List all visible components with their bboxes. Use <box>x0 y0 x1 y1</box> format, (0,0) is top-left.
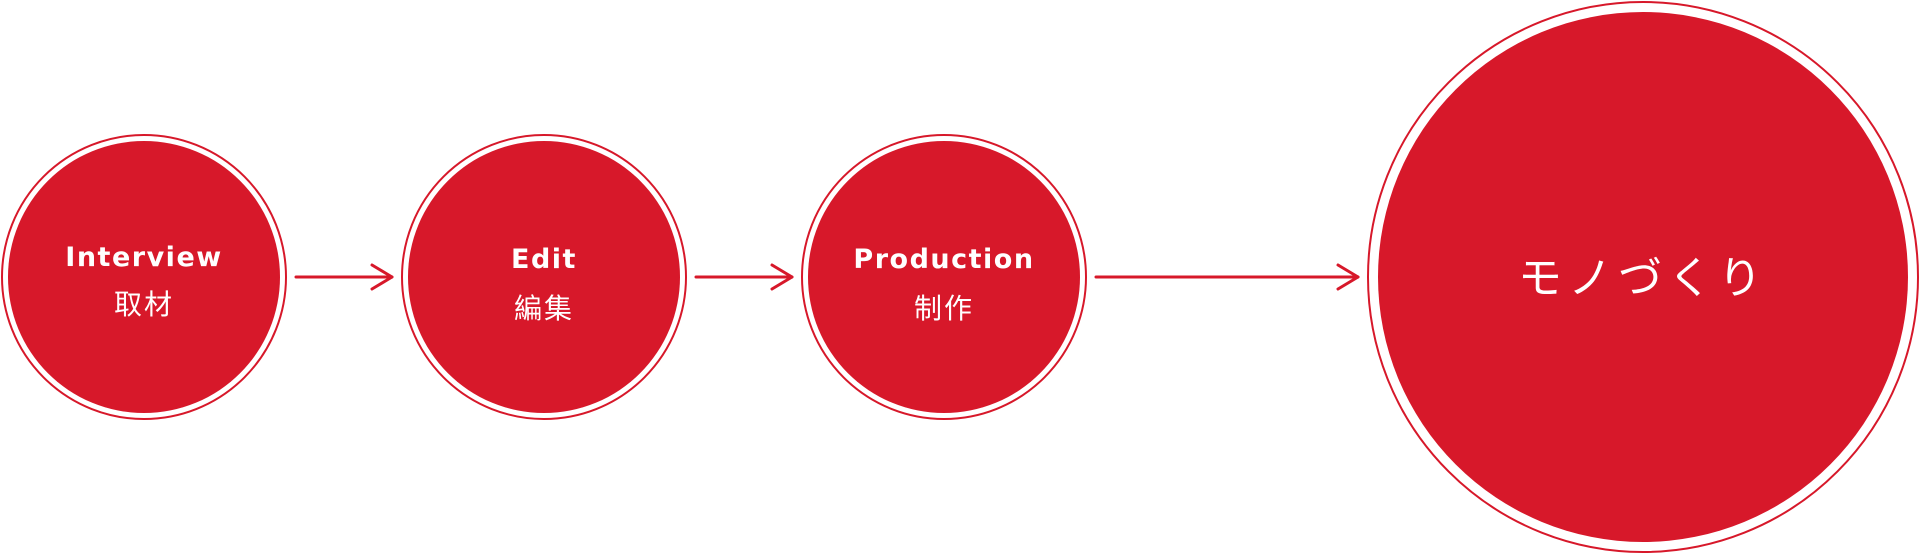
step-production-circle <box>808 141 1080 413</box>
arrow-interview-to-edit <box>294 263 394 291</box>
step-production-label-en: Production <box>853 244 1034 275</box>
final-monozukuri: モノづくり <box>1367 1 1919 553</box>
step-edit: Edit 編集 <box>401 134 687 420</box>
step-edit-label-en: Edit <box>511 244 577 275</box>
step-interview-label-en: Interview <box>65 242 222 273</box>
final-outer-ring <box>1367 1 1919 553</box>
arrow-production-to-final <box>1094 263 1360 291</box>
step-interview: Interview 取材 <box>1 134 287 420</box>
step-edit-label-jp: 編集 <box>514 292 574 325</box>
final-label: モノづくり <box>1518 253 1768 304</box>
step-interview-circle <box>8 141 280 413</box>
step-production-outer-ring <box>801 134 1087 420</box>
step-edit-outer-ring <box>401 134 687 420</box>
arrow-edit-to-production <box>694 263 794 291</box>
step-edit-circle <box>408 141 680 413</box>
step-interview-label-jp: 取材 <box>114 288 174 321</box>
step-production-label-jp: 制作 <box>914 292 974 325</box>
step-production: Production 制作 <box>801 134 1087 420</box>
final-circle <box>1378 12 1908 542</box>
step-interview-outer-ring <box>1 134 287 420</box>
